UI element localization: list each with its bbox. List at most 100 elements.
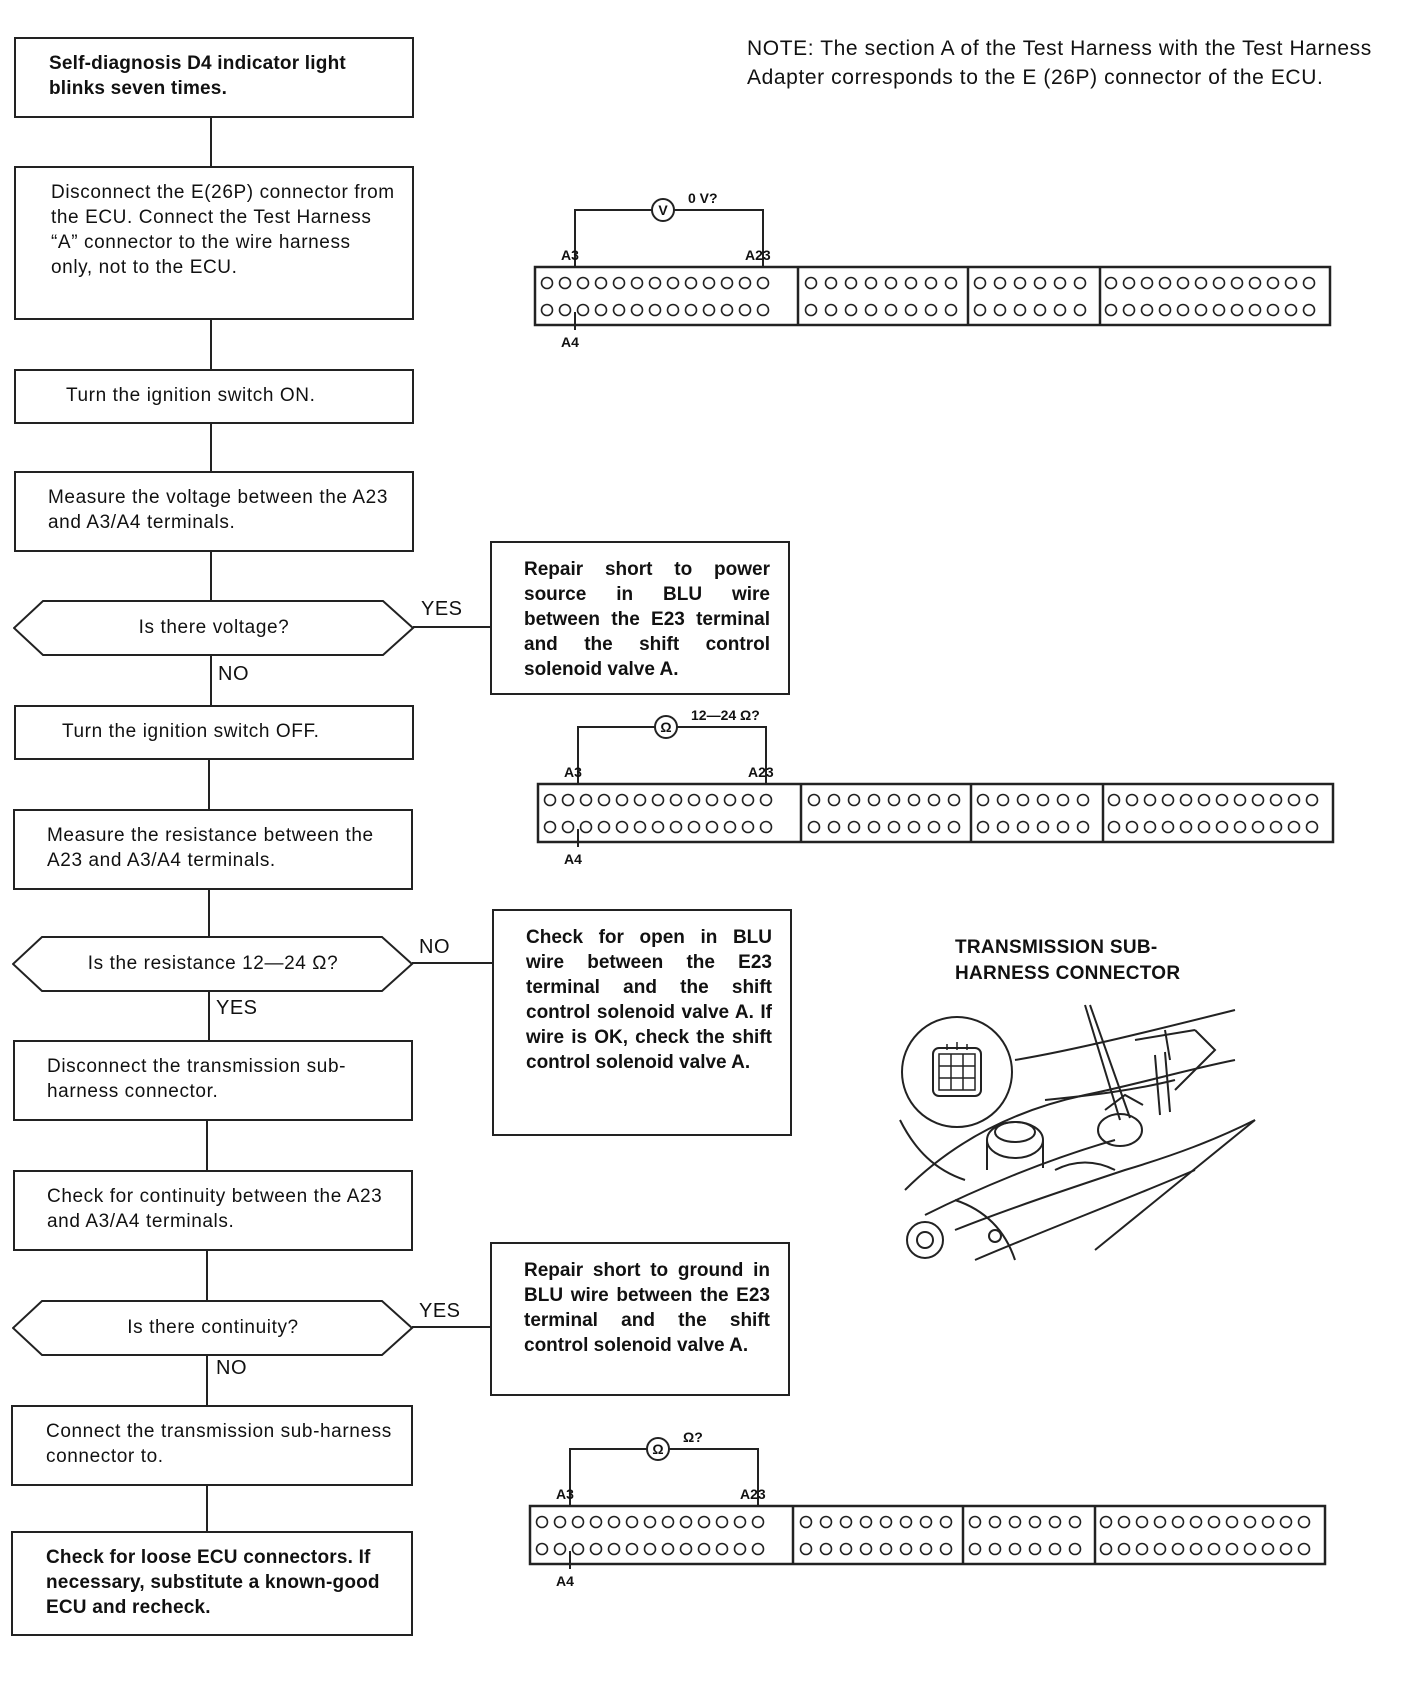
connector-pin: [996, 820, 1010, 834]
connector-pin: [1176, 276, 1190, 290]
decision-continuity: Is there continuity?: [12, 1300, 414, 1356]
connector-pin: [751, 1515, 765, 1529]
connector-pin: [899, 1515, 913, 1529]
connector-pin: [1215, 793, 1229, 807]
connector-pin: [1158, 276, 1172, 290]
connector-pin: [1176, 303, 1190, 317]
connector-pin: [1305, 793, 1319, 807]
terminal-label-a3: A3: [561, 247, 579, 263]
connector-pin: [1008, 1515, 1022, 1529]
connector-pin: [715, 1515, 729, 1529]
connector-pin: [741, 820, 755, 834]
connector-pin: [799, 1542, 813, 1556]
connector-pin: [947, 820, 961, 834]
connector-pin: [1053, 276, 1067, 290]
meter-lead: [577, 726, 767, 807]
connector-pin: [1197, 820, 1211, 834]
connector-pin: [571, 1515, 585, 1529]
connector-pin: [1140, 276, 1154, 290]
connector-pin: [759, 820, 773, 834]
connector-pin: [1048, 1542, 1062, 1556]
connector-pin: [1297, 1542, 1311, 1556]
connector-pin: [615, 793, 629, 807]
connector-pin: [887, 793, 901, 807]
connector-pin: [558, 276, 572, 290]
branch-yes-label: YES: [419, 1300, 461, 1322]
branch-yes-label: YES: [216, 997, 258, 1019]
connector-pin: [1302, 303, 1316, 317]
connector-pin: [819, 1515, 833, 1529]
connector-pin: [1194, 276, 1208, 290]
connector-pin: [705, 793, 719, 807]
connector-pin: [666, 276, 680, 290]
terminal-label-a23: A23: [740, 1486, 766, 1502]
connector-pin: [651, 793, 665, 807]
connector-pin: [804, 303, 818, 317]
connector-pin: [648, 276, 662, 290]
connector-pin: [884, 303, 898, 317]
connector-pin: [1297, 1515, 1311, 1529]
connector-pin: [1135, 1542, 1149, 1556]
connector-pin: [927, 793, 941, 807]
connector-pin: [879, 1515, 893, 1529]
connector-pin: [944, 303, 958, 317]
connector-pin: [702, 276, 716, 290]
flow-branch-line: [413, 626, 490, 628]
connector-pin: [847, 820, 861, 834]
connector-pin: [1068, 1515, 1082, 1529]
connector-pin: [669, 793, 683, 807]
connector-pin: [884, 276, 898, 290]
connector-pin: [1305, 820, 1319, 834]
connector-pin: [597, 793, 611, 807]
flow-connector: [206, 1484, 208, 1531]
flow-connector: [208, 759, 210, 809]
connector-pin: [1143, 793, 1157, 807]
connector-pin: [553, 1542, 567, 1556]
connector-pin: [579, 820, 593, 834]
flow-branch-line: [412, 1326, 492, 1328]
connector-pin: [1233, 793, 1247, 807]
connector-pin: [561, 793, 575, 807]
branch-no-label: NO: [218, 663, 249, 685]
connector-pin: [1028, 1515, 1042, 1529]
connector-body: [528, 1504, 1327, 1566]
connector-pin: [543, 820, 557, 834]
connector-pin: [1117, 1542, 1131, 1556]
connector-pin: [1248, 276, 1262, 290]
connector-pin: [669, 820, 683, 834]
connector-pin: [723, 793, 737, 807]
meter-reading: 0 V?: [688, 190, 718, 206]
connector-pin: [1230, 276, 1244, 290]
connector-pin: [1076, 793, 1090, 807]
connector-pin: [864, 303, 878, 317]
connector-body: [536, 782, 1335, 844]
step-check-ecu-connectors: Check for loose ECU connectors. If neces…: [11, 1531, 413, 1636]
step-disconnect-connector: Disconnect the E(26P) connector from the…: [14, 166, 414, 320]
connector-pin: [1013, 303, 1027, 317]
connector-pin: [1269, 793, 1283, 807]
connector-pin: [1107, 793, 1121, 807]
connector-pin: [733, 1542, 747, 1556]
connector-pin: [847, 793, 861, 807]
connector-pin: [705, 820, 719, 834]
connector-pin: [1207, 1515, 1221, 1529]
meter-lead: [569, 1448, 759, 1529]
connector-pin: [988, 1515, 1002, 1529]
connector-pin: [633, 793, 647, 807]
step-indicator-blinks: Self-diagnosis D4 indicator light blinks…: [14, 37, 414, 118]
connector-pin: [576, 303, 590, 317]
connector-pin: [1153, 1515, 1167, 1529]
connector-pin: [844, 303, 858, 317]
connector-pin: [1008, 1542, 1022, 1556]
connector-pin: [973, 276, 987, 290]
connector-pin: [576, 276, 590, 290]
flow-connector: [208, 889, 210, 937]
connector-pin: [687, 820, 701, 834]
connector-pin: [625, 1515, 639, 1529]
connector-pin: [1261, 1515, 1275, 1529]
connector-pin: [1048, 1515, 1062, 1529]
connector-pin: [612, 276, 626, 290]
